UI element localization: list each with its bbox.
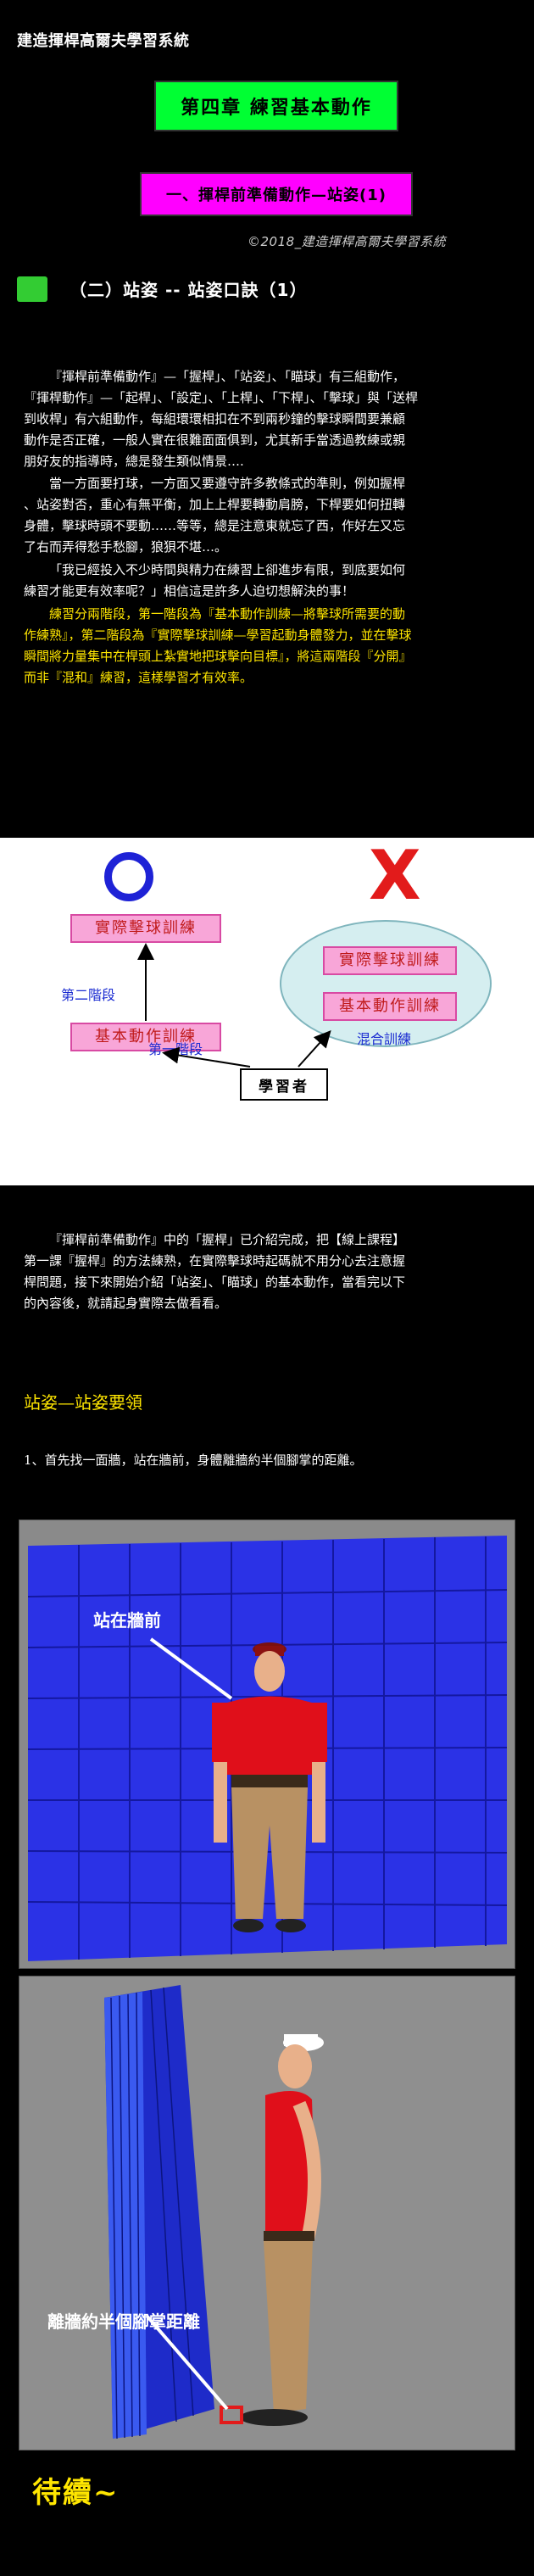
- text-line: 身體，擊球時頭不要動……等等，總是注意東就忘了西，作好左又忘: [24, 518, 406, 533]
- mixed-training-ellipse: [280, 920, 492, 1047]
- text-line: 練習才能更有效率呢？」相信這是許多人迫切想解決的事！: [24, 583, 355, 599]
- stage-two-label: 第二階段: [61, 987, 116, 1003]
- text-line: 『揮桿動作』—「起桿」、「設定」、「上桿」、「下桿」、「擊球」與「送桿: [24, 390, 419, 405]
- stand-before-wall-label: 站在牆前: [93, 1610, 161, 1631]
- text-line: 「我已經投入不少時間與精力在練習上卻進步有限，到底要如何: [49, 562, 406, 577]
- text-line: 練習分兩階段，第一階段為『基本動作訓練—將擊球所需要的動: [49, 606, 406, 622]
- paragraph-5: 『揮桿前準備動作』中的「握桿」已介紹完成，把【線上課程】 第一課『握桿』的方法練…: [24, 1229, 515, 1314]
- actual-training-box-right: 實際擊球訓練: [323, 946, 457, 975]
- text-line: 了右而弄得愁手愁腳，狼狽不堪…。: [24, 539, 228, 555]
- text-line: 瞬間將力量集中在桿頭上紮實地把球擊向目標』，將這兩階段『分開』: [24, 649, 412, 664]
- copyright-text: ©2018_建造揮桿高爾夫學習系統: [248, 234, 447, 249]
- stance-side-image: [19, 1976, 515, 2451]
- text-line: 到收桿」有六組動作，每組環環相扣在不到兩秒鐘的擊球瞬間要兼顧: [24, 411, 406, 427]
- wrong-cross-icon: X: [369, 836, 421, 915]
- diagram-arrows: [137, 943, 331, 1068]
- text-line: 、站姿對否，重心有無平衡，加上上桿要轉動肩膀，下桿要如何扭轉: [24, 497, 406, 512]
- actual-training-box-left: 實際擊球訓練: [70, 914, 221, 943]
- arrow-mixed: [298, 1030, 331, 1068]
- to-be-continued: 待續~: [32, 2476, 120, 2510]
- text-line: 動作是否正確，一般人實在很難面面俱到，尤其新手當透過教練或親: [24, 432, 406, 448]
- text-line: 朋好友的指導時，總是發生類似情景….: [24, 454, 244, 469]
- mixed-training-label: 混合訓練: [357, 1031, 412, 1047]
- text-line: 作練熟』，第二階段為『實際擊球訓練—學習起動身體發力，並在擊球: [24, 627, 412, 643]
- basic-training-box-left: 基本動作訓練: [70, 1023, 221, 1051]
- text-line: 桿問題，接下來開始介紹「站姿」、「瞄球」的基本動作，當看完以下: [24, 1274, 406, 1290]
- section-title-box: 一、揮桿前準備動作—站姿(1): [140, 172, 413, 216]
- step-1-text: 1、首先找一面牆，站在牆前，身體離牆約半個腳掌的距離。: [24, 1452, 363, 1468]
- stance-front-image: [19, 1519, 515, 1969]
- stance-section-title: 站姿—站姿要領: [24, 1392, 142, 1413]
- correct-circle-icon: [104, 852, 153, 901]
- paragraph-4: 練習分兩階段，第一階段為『基本動作訓練—將擊球所需要的動 作練熟』，第二階段為『…: [24, 604, 515, 689]
- intro-paragraph: 『揮桿前準備動作』—「握桿」、「站姿」、「瞄球」有三組動作， 『揮桿動作』—「起…: [24, 366, 515, 472]
- text-line: 當一方面要打球，一方面又要遵守許多教條式的準則，例如握桿: [49, 476, 406, 491]
- front-view-illustration: [19, 1520, 515, 1968]
- text-line: 『揮桿前準備動作』—「握桿」、「站姿」、「瞄球」有三組動作，: [49, 369, 406, 384]
- paragraph-2: 當一方面要打球，一方面又要遵守許多教條式的準則，例如握桿 、站姿對否，重心有無平…: [24, 473, 515, 558]
- text-line: 『揮桿前準備動作』中的「握桿」已介紹完成，把【線上課程】: [49, 1232, 406, 1247]
- chapter-title: 第四章 練習基本動作: [154, 81, 398, 131]
- basic-training-box-right: 基本動作訓練: [323, 992, 457, 1021]
- distance-from-wall-label: 離牆約半個腳掌距離: [47, 2311, 200, 2332]
- text-line: 而非『混和』練習，這樣學習才有效率。: [24, 670, 253, 685]
- text-line: 第一課『握桿』的方法練熟，在實際擊球時起碼就不用分心去注意握: [24, 1253, 406, 1268]
- arrow-stage-one: [162, 1046, 251, 1068]
- text-line: 的內容後，就請起身實際去做看看。: [24, 1296, 228, 1311]
- learner-box: 學習者: [240, 1068, 328, 1101]
- subheading: （二）站姿 -- 站姿口訣（1）: [70, 280, 308, 300]
- paragraph-3: 「我已經投入不少時間與精力在練習上卻進步有限，到底要如何 練習才能更有效率呢？」…: [24, 560, 515, 602]
- side-view-illustration: [19, 1977, 515, 2450]
- site-title: 建造揮桿高爾夫學習系統: [17, 32, 190, 50]
- green-square-icon: [17, 276, 47, 302]
